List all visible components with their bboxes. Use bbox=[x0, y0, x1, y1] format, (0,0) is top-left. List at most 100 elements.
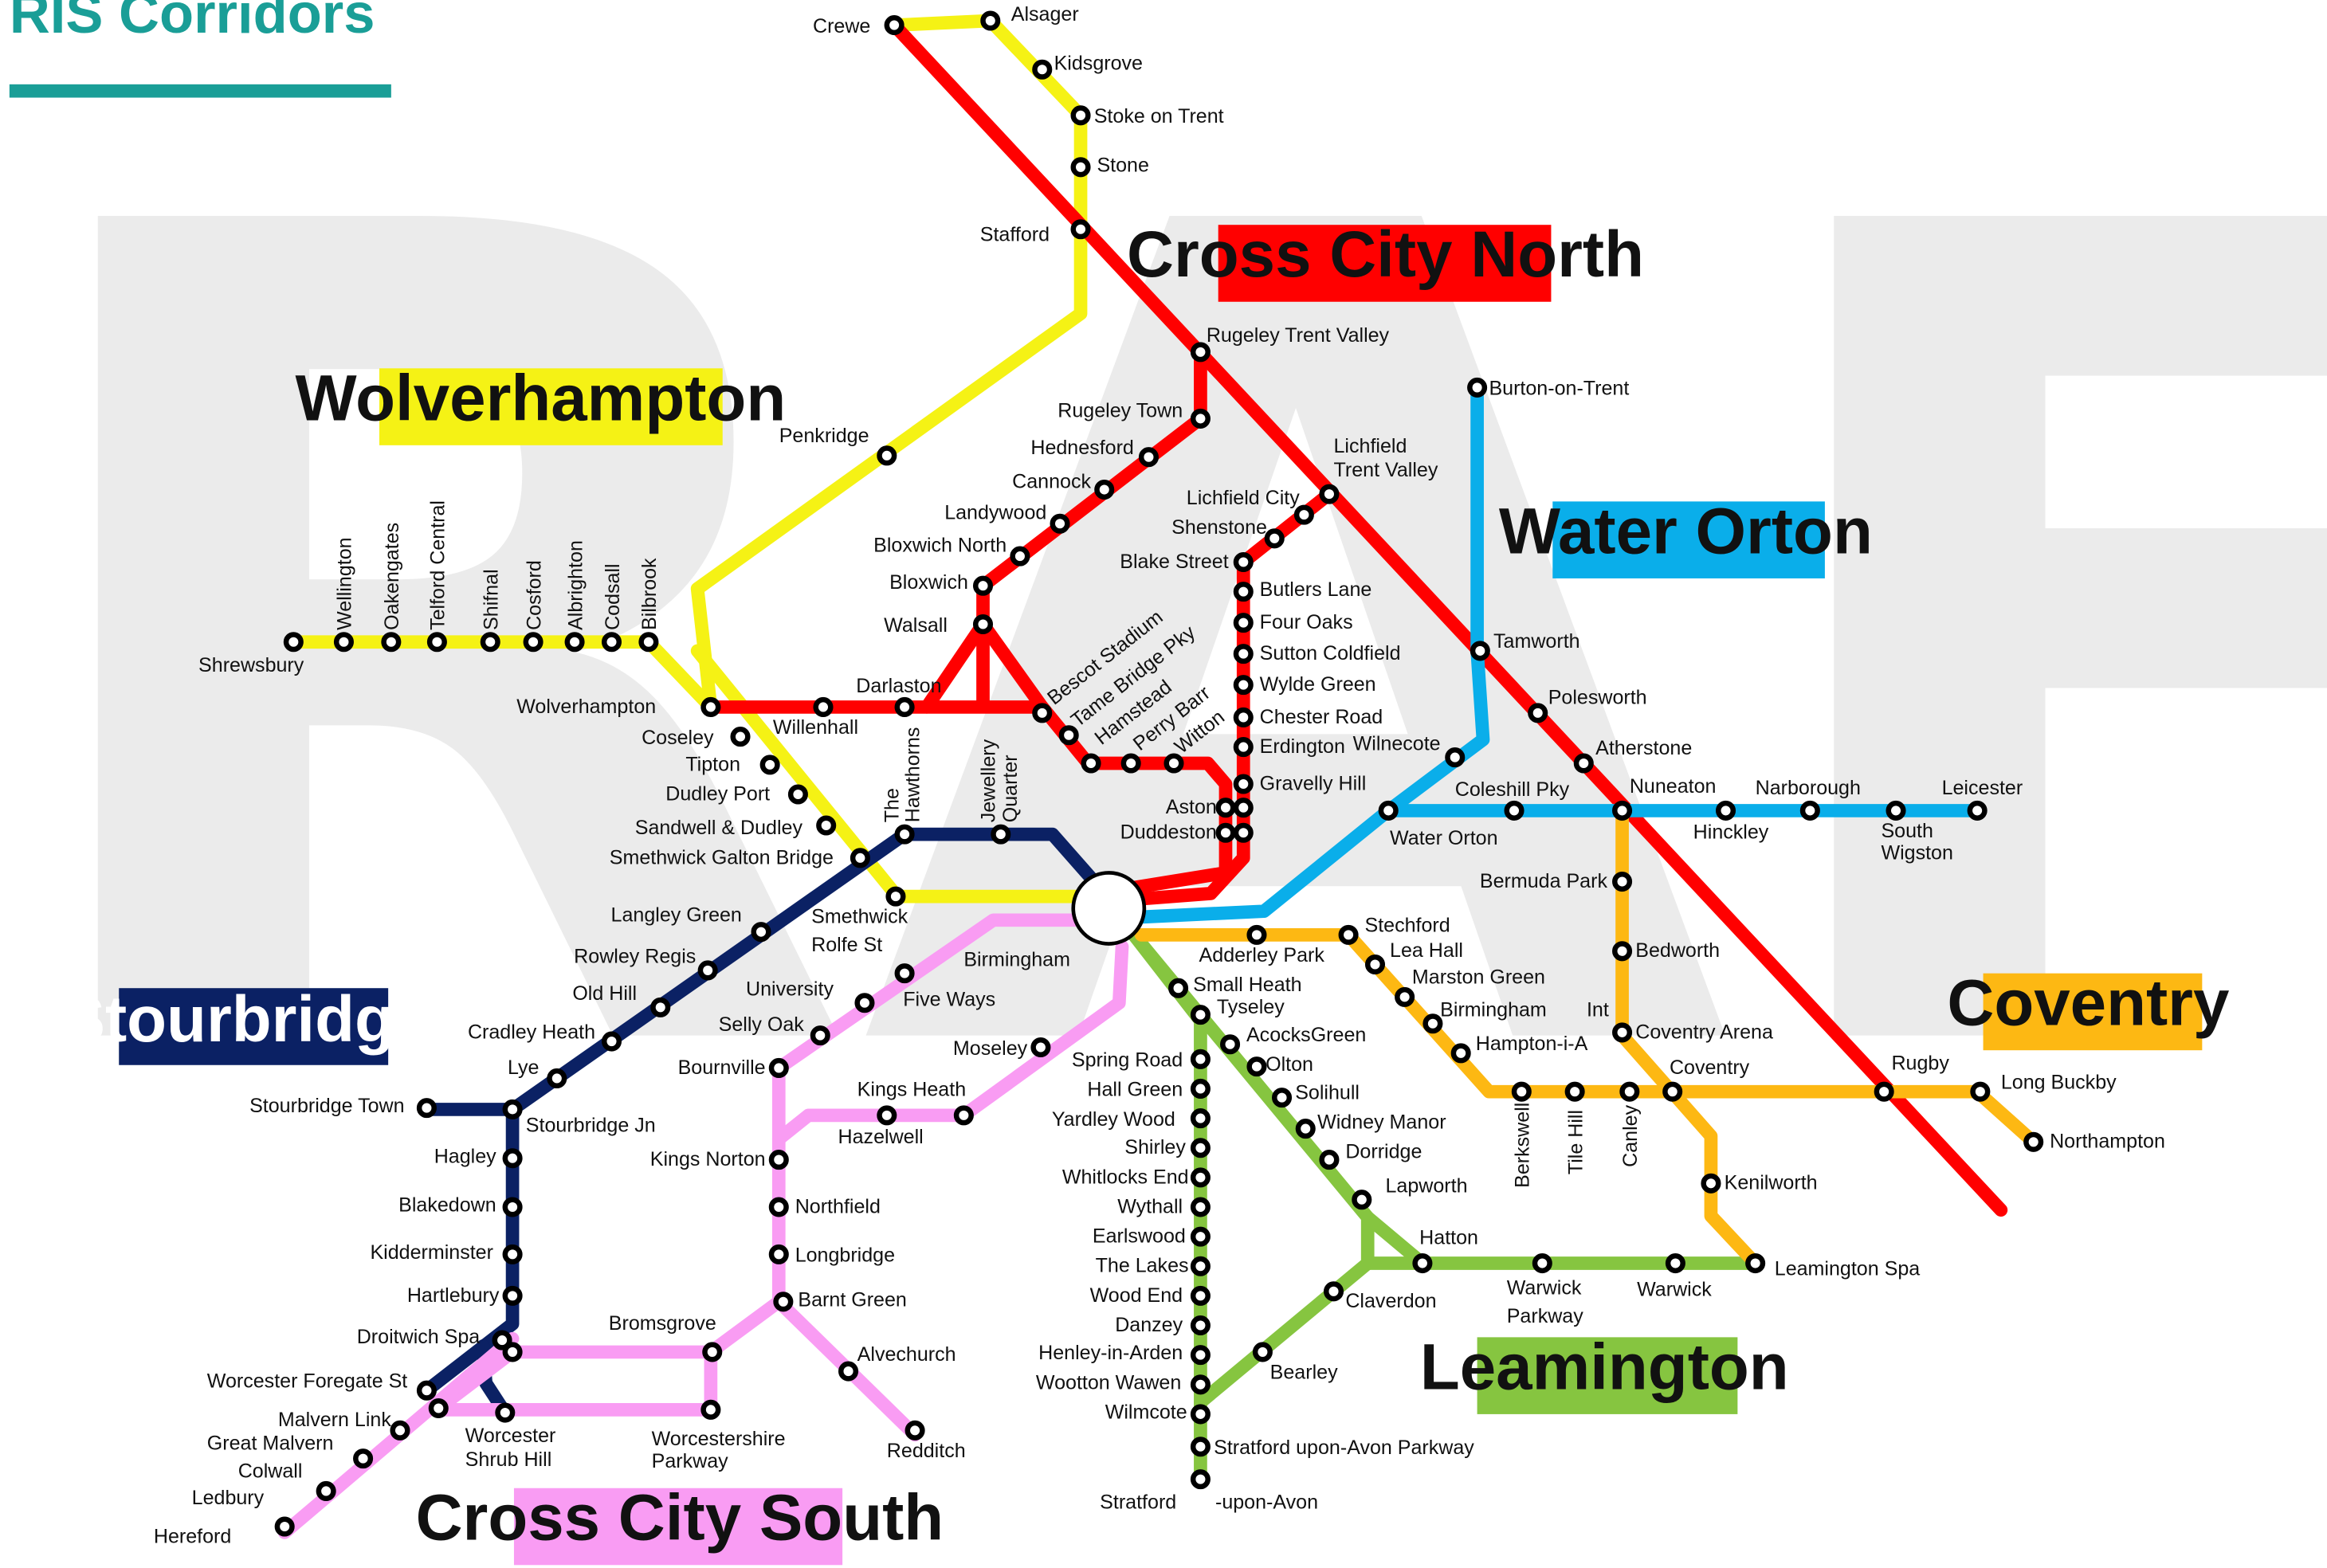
station-marker[interactable] bbox=[751, 922, 771, 943]
station-marker[interactable] bbox=[1295, 1119, 1316, 1139]
station-marker[interactable] bbox=[502, 1285, 523, 1306]
station-marker[interactable] bbox=[1138, 447, 1159, 468]
station-marker[interactable] bbox=[480, 632, 500, 653]
station-marker[interactable] bbox=[502, 1244, 523, 1264]
station-marker[interactable] bbox=[333, 632, 354, 653]
station-marker[interactable] bbox=[416, 1380, 437, 1401]
station-marker[interactable] bbox=[768, 1197, 789, 1217]
station-marker[interactable] bbox=[1010, 546, 1030, 566]
station-marker[interactable] bbox=[1164, 753, 1184, 774]
station-marker[interactable] bbox=[426, 632, 447, 653]
station-marker[interactable] bbox=[1233, 675, 1254, 696]
station-marker[interactable] bbox=[601, 632, 622, 653]
station-marker[interactable] bbox=[1233, 707, 1254, 727]
station-marker[interactable] bbox=[700, 696, 721, 717]
station-marker[interactable] bbox=[1190, 1138, 1211, 1158]
station-marker[interactable] bbox=[972, 575, 994, 596]
station-marker[interactable] bbox=[1190, 1167, 1211, 1188]
station-marker[interactable] bbox=[1032, 703, 1053, 723]
station-marker[interactable] bbox=[381, 632, 402, 653]
station-marker[interactable] bbox=[1168, 978, 1189, 998]
station-marker[interactable] bbox=[1233, 774, 1254, 794]
station-marker[interactable] bbox=[1215, 822, 1236, 843]
station-marker[interactable] bbox=[1395, 986, 1415, 1007]
station-marker[interactable] bbox=[1233, 551, 1254, 573]
station-marker[interactable] bbox=[1378, 800, 1399, 821]
station-marker[interactable] bbox=[502, 1342, 523, 1362]
station-marker[interactable] bbox=[353, 1448, 374, 1469]
station-marker[interactable] bbox=[1874, 1081, 1894, 1102]
station-marker[interactable] bbox=[972, 613, 994, 635]
station-marker[interactable] bbox=[1364, 954, 1386, 975]
station-marker[interactable] bbox=[1190, 1285, 1211, 1306]
station-marker[interactable] bbox=[1246, 924, 1267, 945]
station-marker[interactable] bbox=[700, 1399, 721, 1420]
station-marker[interactable] bbox=[650, 997, 671, 1017]
station-marker[interactable] bbox=[1573, 753, 1594, 774]
station-marker[interactable] bbox=[1412, 1253, 1433, 1274]
station-marker[interactable] bbox=[1190, 1049, 1211, 1069]
station-marker[interactable] bbox=[1715, 800, 1736, 821]
station-marker[interactable] bbox=[502, 1099, 523, 1119]
station-marker[interactable] bbox=[1070, 105, 1091, 126]
station-marker[interactable] bbox=[495, 1402, 516, 1423]
station-marker[interactable] bbox=[768, 1057, 789, 1078]
station-marker[interactable] bbox=[601, 1031, 622, 1052]
station-marker[interactable] bbox=[1504, 800, 1525, 821]
station-marker[interactable] bbox=[768, 1150, 789, 1170]
station-marker[interactable] bbox=[1470, 641, 1490, 661]
station-marker[interactable] bbox=[1070, 219, 1091, 240]
station-marker[interactable] bbox=[1532, 1253, 1552, 1274]
station-marker[interactable] bbox=[885, 886, 906, 907]
station-marker[interactable] bbox=[697, 960, 718, 981]
station-marker[interactable] bbox=[1467, 377, 1488, 398]
station-marker[interactable] bbox=[390, 1420, 410, 1441]
station-marker[interactable] bbox=[854, 993, 875, 1013]
station-marker[interactable] bbox=[1190, 1469, 1211, 1490]
station-marker[interactable] bbox=[428, 1397, 449, 1419]
station-marker[interactable] bbox=[1190, 1437, 1211, 1457]
station-marker[interactable] bbox=[1190, 408, 1211, 429]
station-marker[interactable] bbox=[1564, 1081, 1585, 1102]
station-marker[interactable] bbox=[1422, 1013, 1443, 1034]
station-marker[interactable] bbox=[547, 1068, 567, 1088]
station-marker[interactable] bbox=[787, 784, 808, 805]
station-marker[interactable] bbox=[1190, 342, 1211, 363]
station-marker[interactable] bbox=[1190, 1315, 1211, 1336]
station-marker[interactable] bbox=[1190, 1078, 1211, 1099]
station-marker[interactable] bbox=[1190, 1197, 1211, 1217]
station-marker[interactable] bbox=[523, 632, 543, 653]
station-marker[interactable] bbox=[1612, 1022, 1633, 1043]
station-marker[interactable] bbox=[1220, 1034, 1241, 1055]
station-marker[interactable] bbox=[1070, 157, 1091, 178]
station-marker[interactable] bbox=[768, 1244, 789, 1264]
station-marker[interactable] bbox=[894, 696, 915, 717]
station-marker[interactable] bbox=[877, 1105, 897, 1126]
station-marker[interactable] bbox=[850, 848, 870, 868]
station-marker[interactable] bbox=[1745, 1253, 1766, 1274]
station-marker[interactable] bbox=[1338, 924, 1359, 945]
station-marker[interactable] bbox=[1799, 800, 1820, 821]
station-marker[interactable] bbox=[813, 696, 834, 717]
station-marker[interactable] bbox=[1058, 725, 1079, 746]
station-marker[interactable] bbox=[1190, 1374, 1211, 1395]
station-marker[interactable] bbox=[1233, 737, 1254, 758]
station-marker[interactable] bbox=[1665, 1253, 1685, 1274]
station-marker[interactable] bbox=[1215, 798, 1236, 818]
station-marker[interactable] bbox=[1528, 703, 1548, 723]
station-marker[interactable] bbox=[980, 10, 1001, 31]
station-marker[interactable] bbox=[1252, 1342, 1273, 1362]
station-marker[interactable] bbox=[638, 632, 659, 653]
station-marker[interactable] bbox=[894, 963, 915, 984]
station-marker[interactable] bbox=[1120, 753, 1141, 774]
station-marker[interactable] bbox=[1233, 644, 1254, 664]
station-marker[interactable] bbox=[1190, 1256, 1211, 1276]
station-marker[interactable] bbox=[1030, 1037, 1051, 1058]
station-marker[interactable] bbox=[816, 815, 837, 836]
station-marker[interactable] bbox=[773, 1292, 794, 1312]
station-marker[interactable] bbox=[702, 1342, 723, 1362]
station-marker[interactable] bbox=[1970, 1081, 1991, 1102]
station-marker[interactable] bbox=[1190, 1108, 1211, 1129]
station-marker[interactable] bbox=[991, 824, 1011, 845]
station-marker[interactable] bbox=[1233, 582, 1254, 602]
